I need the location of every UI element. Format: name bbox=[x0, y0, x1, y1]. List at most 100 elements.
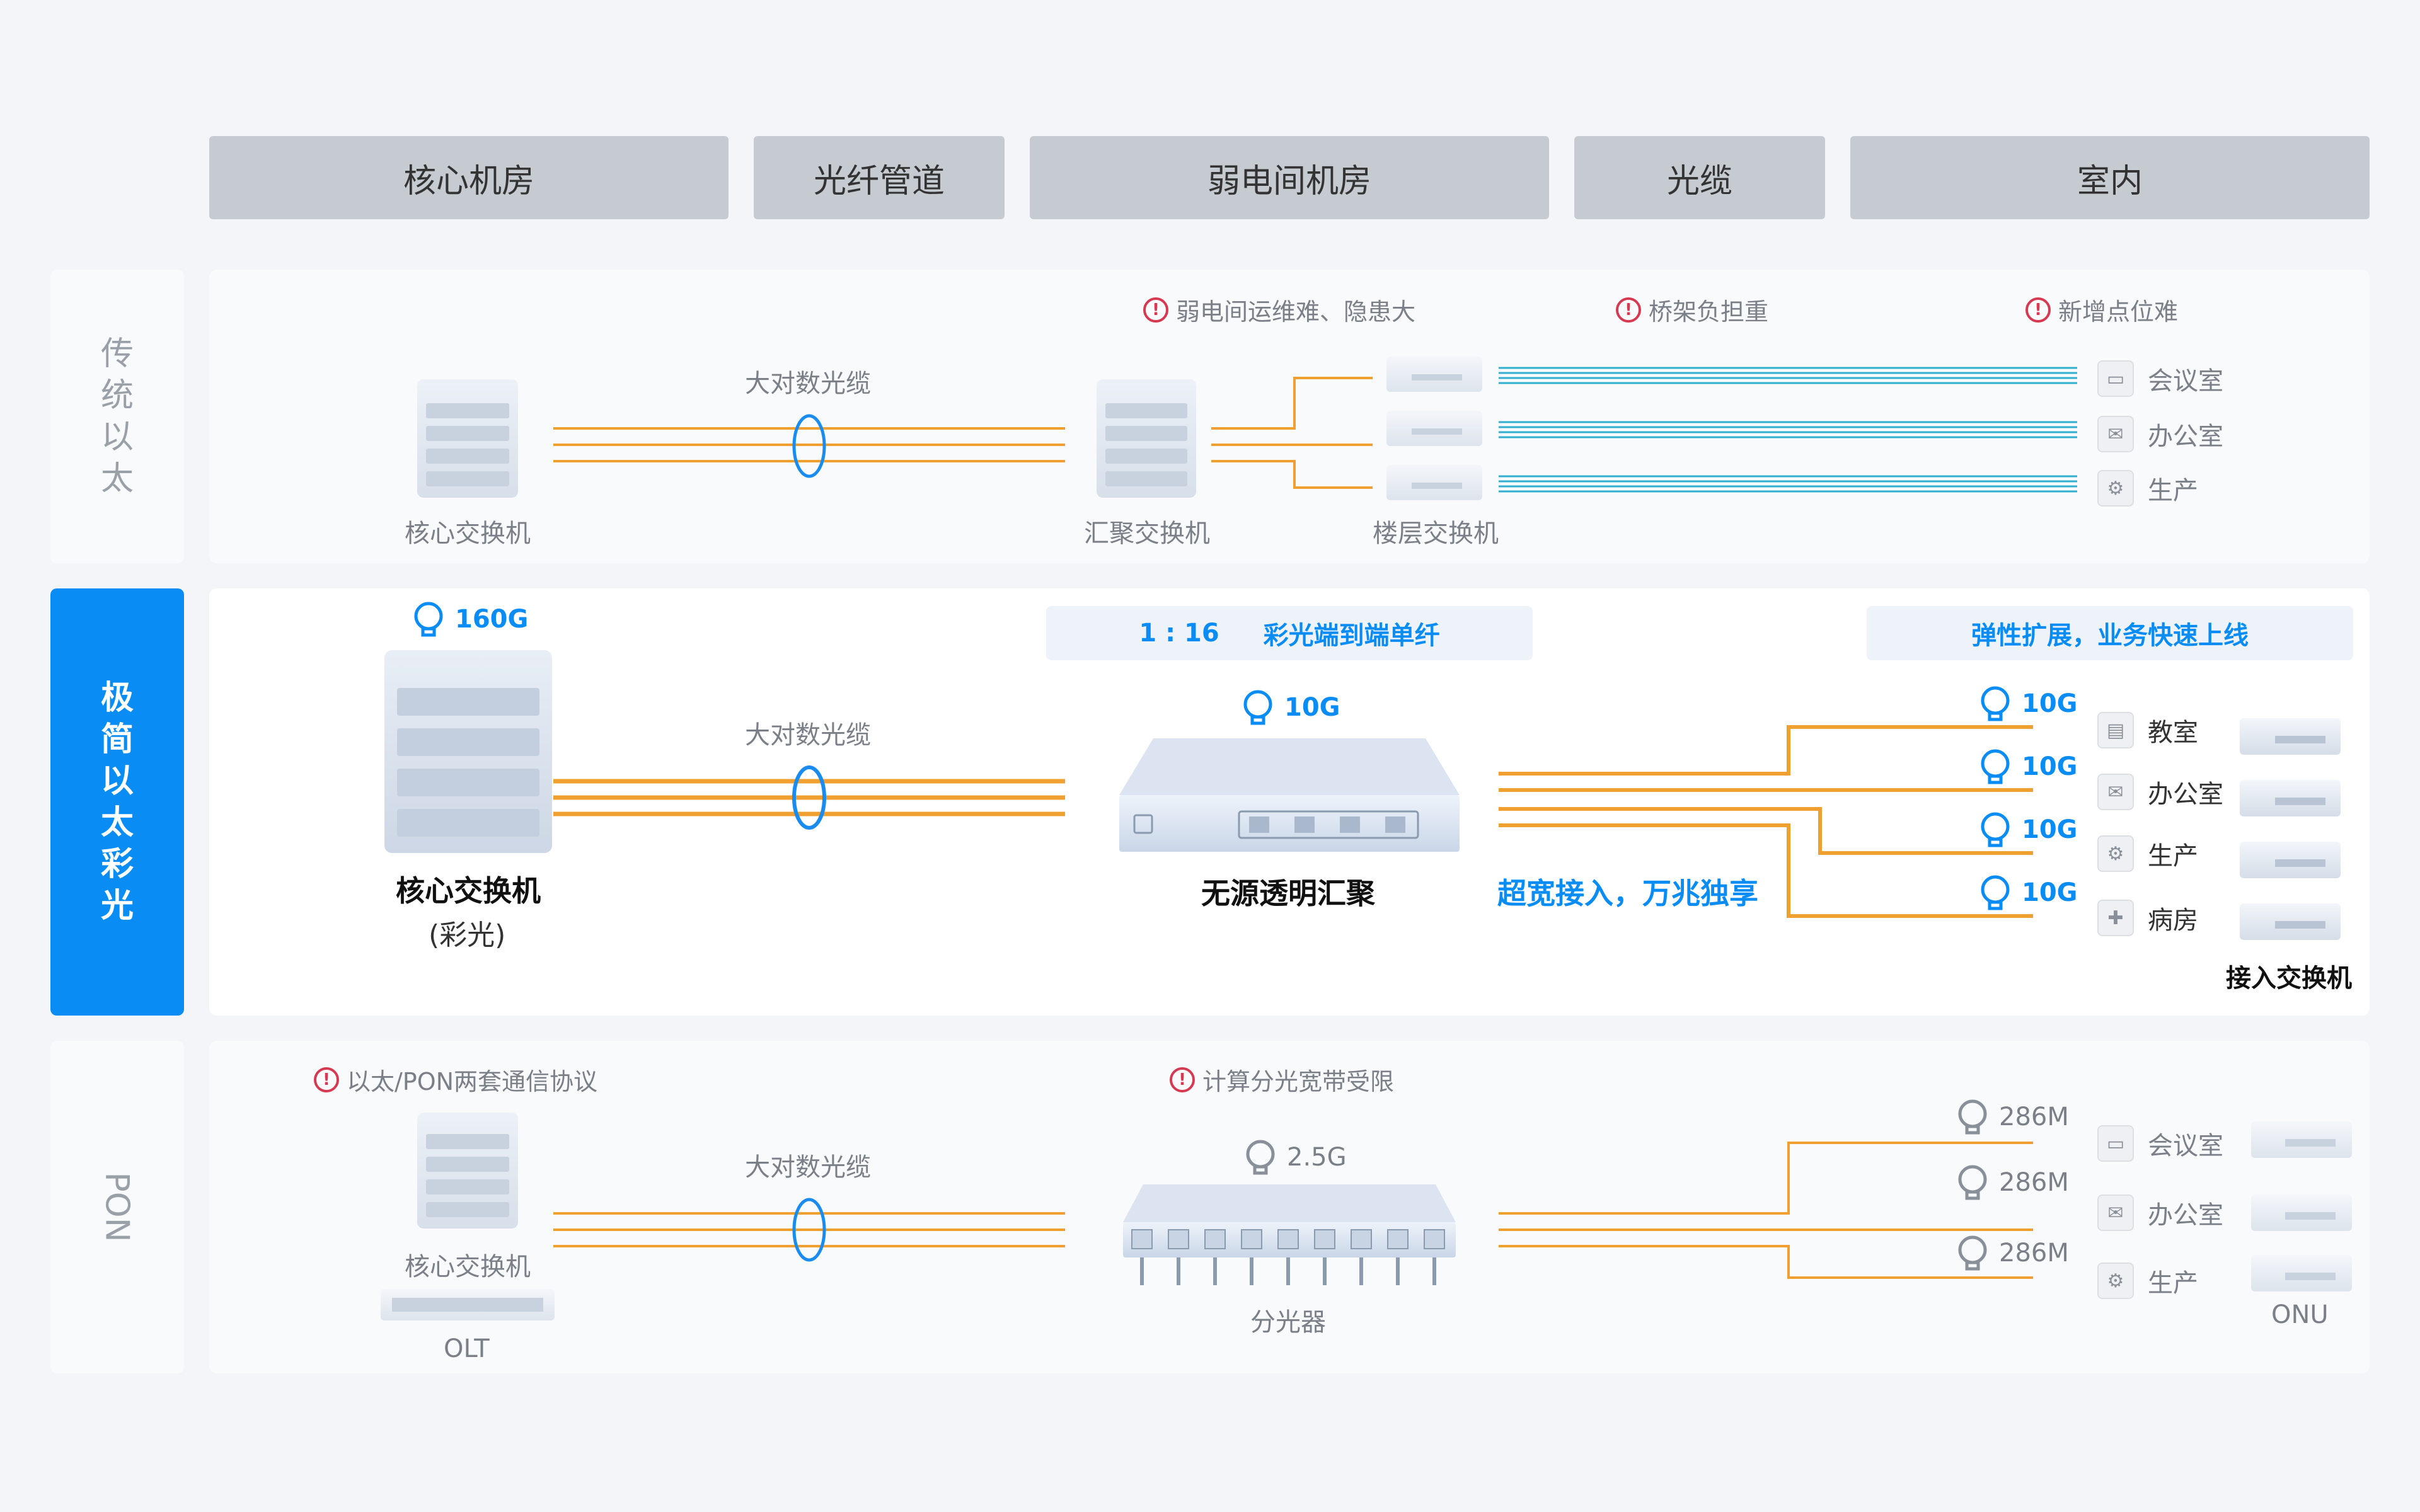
room-production-pon: ⚙生产 bbox=[2097, 1263, 2198, 1299]
gear-icon: ⚙ bbox=[2097, 1263, 2134, 1299]
floor-switch-label: 楼层交换机 bbox=[1373, 519, 1499, 548]
onu-devices bbox=[2251, 1121, 2352, 1292]
cable-ring-color bbox=[792, 765, 826, 830]
header-optical-cable: 光缆 bbox=[1574, 136, 1825, 219]
warning-split-bandwidth: !计算分光宽带受限 bbox=[1170, 1062, 1394, 1097]
banner-text: 彩光端到端单纤 bbox=[1263, 621, 1440, 650]
core-switch-label-traditional: 核心交换机 bbox=[405, 519, 531, 548]
cable-label-color: 大对数光缆 bbox=[745, 721, 871, 750]
core-switch-label-pon: 核心交换机 bbox=[405, 1252, 531, 1281]
room-meeting-pon: ▭会议室 bbox=[2097, 1125, 2223, 1162]
splitter-capacity: 2.5G bbox=[1244, 1139, 1347, 1176]
port-speed-1: 10G bbox=[1979, 685, 2078, 722]
bulb-icon bbox=[1958, 1099, 1987, 1135]
warning-new-points: !新增点位难 bbox=[2025, 292, 2178, 327]
cable-ring-traditional bbox=[792, 414, 826, 478]
passive-aggregator-label: 无源透明汇聚 bbox=[1201, 876, 1375, 910]
warning-icon: ! bbox=[2025, 297, 2051, 323]
header-fiber-duct: 光纤管道 bbox=[754, 136, 1005, 219]
port-speed-3: 10G bbox=[1979, 811, 2078, 848]
room-office-color: ✉办公室 bbox=[2097, 774, 2223, 810]
pon-fibers-to-onu bbox=[1499, 1142, 2033, 1279]
access-switches bbox=[2240, 718, 2341, 940]
room-meeting-traditional: ▭会议室 bbox=[2097, 360, 2223, 397]
agg-to-floor-fibers bbox=[1211, 377, 1373, 489]
mail-icon: ✉ bbox=[2097, 416, 2134, 452]
header-weak-current-room: 弱电间机房 bbox=[1030, 136, 1549, 219]
mail-icon: ✉ bbox=[2097, 774, 2134, 810]
access-switch-label: 接入交换机 bbox=[2226, 964, 2352, 993]
header-core-room: 核心机房 bbox=[209, 136, 729, 219]
cable-ring-pon bbox=[792, 1198, 826, 1262]
banner-ratio: 1 : 16 bbox=[1139, 619, 1219, 648]
side-color-light-label: 极简以太彩光 bbox=[100, 679, 134, 925]
bulb-icon bbox=[1958, 1165, 1987, 1200]
core-capacity: 160G bbox=[412, 601, 528, 638]
floor-switches bbox=[1386, 357, 1482, 500]
side-color-light: 极简以太彩光 bbox=[50, 588, 184, 1016]
gear-icon: ⚙ bbox=[2097, 470, 2134, 507]
book-icon: ▤ bbox=[2097, 712, 2134, 748]
room-classroom: ▤教室 bbox=[2097, 712, 2198, 748]
core-switch-rack-color bbox=[384, 650, 552, 853]
splitter-label: 分光器 bbox=[1250, 1308, 1326, 1337]
warning-icon: ! bbox=[1143, 297, 1168, 323]
cable-label-pon: 大对数光缆 bbox=[745, 1153, 871, 1182]
olt-label: OLT bbox=[444, 1334, 490, 1363]
warning-two-protocols: !以太/PON两套通信协议 bbox=[314, 1062, 597, 1097]
warning-icon: ! bbox=[1616, 297, 1641, 323]
core-switch-sublabel: (彩光) bbox=[429, 919, 506, 951]
warning-tray-load: !桥架负担重 bbox=[1616, 292, 1768, 327]
warning-icon: ! bbox=[314, 1067, 339, 1092]
room-office-pon: ✉办公室 bbox=[2097, 1194, 2223, 1231]
bulb-icon bbox=[1981, 686, 2010, 721]
panel-traditional bbox=[209, 270, 2370, 563]
core-switch-rack-traditional bbox=[417, 379, 518, 498]
core-switch-label-color: 核心交换机 bbox=[396, 874, 541, 908]
pon-speed-3: 286M bbox=[1956, 1235, 2069, 1271]
bulb-icon bbox=[414, 602, 443, 637]
mail-icon: ✉ bbox=[2097, 1194, 2134, 1231]
side-traditional: 传统以太 bbox=[50, 270, 184, 563]
color-fibers-to-access bbox=[1499, 725, 2033, 918]
splitter-device bbox=[1123, 1184, 1456, 1285]
room-ward: ✚病房 bbox=[2097, 900, 2198, 936]
bulb-icon bbox=[1981, 749, 2010, 784]
room-office-traditional: ✉办公室 bbox=[2097, 416, 2223, 452]
agg-switch-rack-traditional bbox=[1097, 379, 1196, 498]
olt-device bbox=[381, 1289, 555, 1320]
side-pon: PON bbox=[50, 1041, 184, 1373]
room-production-color: ⚙生产 bbox=[2097, 835, 2198, 872]
bulb-icon bbox=[1243, 690, 1272, 725]
bulb-icon bbox=[1246, 1140, 1275, 1175]
gear-icon: ⚙ bbox=[2097, 835, 2134, 872]
warning-icon: ! bbox=[1170, 1067, 1195, 1092]
agg-switch-label: 汇聚交换机 bbox=[1084, 519, 1210, 548]
warning-weak-room: !弱电间运维难、隐患大 bbox=[1143, 292, 1415, 327]
bulb-icon bbox=[1958, 1235, 1987, 1271]
core-switch-rack-pon bbox=[417, 1113, 518, 1228]
pon-speed-2: 286M bbox=[1956, 1164, 2069, 1201]
port-speed-4: 10G bbox=[1979, 874, 2078, 911]
pon-speed-1: 286M bbox=[1956, 1099, 2069, 1135]
passive-aggregator-box bbox=[1119, 738, 1460, 852]
fiber-bundle-traditional bbox=[553, 427, 1065, 462]
fiber-bundle-pon bbox=[553, 1212, 1065, 1247]
teal-cable-bundles bbox=[1499, 367, 2077, 493]
bulb-icon bbox=[1981, 812, 2010, 847]
elastic-expansion-banner: 弹性扩展，业务快速上线 bbox=[1867, 606, 2353, 660]
room-production-traditional: ⚙生产 bbox=[2097, 470, 2198, 507]
projector-icon: ▭ bbox=[2097, 1125, 2134, 1162]
port-speed-2: 10G bbox=[1979, 748, 2078, 785]
passive-capacity: 10G bbox=[1242, 689, 1340, 726]
fiber-bundle-color bbox=[553, 779, 1065, 816]
single-fiber-banner: 1 : 16 彩光端到端单纤 bbox=[1046, 606, 1533, 660]
medical-icon: ✚ bbox=[2097, 900, 2134, 936]
cable-label-traditional: 大对数光缆 bbox=[745, 369, 871, 398]
projector-icon: ▭ bbox=[2097, 360, 2134, 397]
bulb-icon bbox=[1981, 875, 2010, 910]
onu-label: ONU bbox=[2271, 1300, 2329, 1329]
ultra-wide-slogan: 超宽接入，万兆独享 bbox=[1497, 876, 1758, 910]
side-traditional-label: 传统以太 bbox=[100, 335, 134, 498]
